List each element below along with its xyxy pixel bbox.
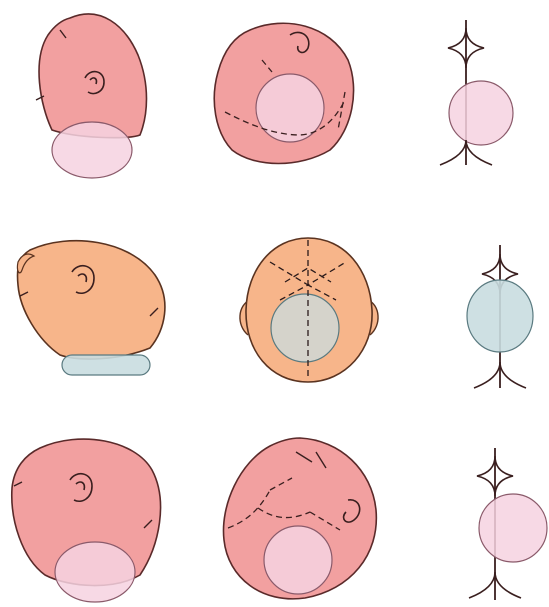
middle-vertex-head-view <box>240 238 378 382</box>
top-lateral-circle <box>52 122 132 178</box>
bottom-suture-schematic <box>469 448 547 600</box>
middle-lateral-head-shape <box>18 241 165 359</box>
top-schematic-circle <box>449 81 513 145</box>
row-bottom <box>12 438 547 602</box>
bottom-lateral-head-view <box>12 439 161 602</box>
bottom-lateral-circle <box>55 542 135 602</box>
top-suture-schematic <box>440 20 513 165</box>
row-middle <box>17 238 533 388</box>
top-lateral-head-view <box>36 14 147 178</box>
middle-vertex-circle <box>271 294 339 362</box>
bottom-oblique-head-view <box>223 438 376 599</box>
bottom-oblique-circle <box>264 526 332 594</box>
middle-schematic-circle <box>467 280 533 352</box>
bottom-schematic-circle <box>479 494 547 562</box>
middle-lateral-head-view <box>17 241 164 375</box>
row-top <box>36 14 513 178</box>
top-lateral-head-shape <box>39 14 146 138</box>
top-crown-head-view <box>214 23 353 163</box>
middle-suture-schematic <box>467 245 533 388</box>
middle-lateral-slab <box>62 355 150 375</box>
